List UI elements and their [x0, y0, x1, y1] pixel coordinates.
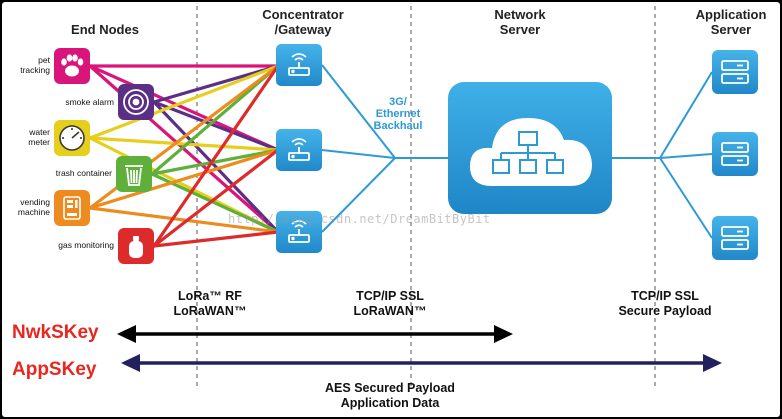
label-gas-monitoring: gas monitoring — [58, 240, 114, 250]
label-smoke-alarm: smoke alarm — [65, 97, 114, 107]
label-pet-tracking: pet tracking — [20, 55, 50, 75]
radio-link — [152, 100, 280, 234]
paw-icon — [61, 54, 84, 77]
app-link-1 — [659, 71, 713, 159]
wifi-router-icon — [288, 53, 310, 76]
nwkskey-arrow — [117, 325, 513, 343]
radio-link — [88, 206, 280, 234]
radio-link — [152, 64, 280, 248]
app-server-1 — [712, 50, 758, 94]
device-gas-monitoring — [118, 228, 154, 264]
gas-tank-icon — [129, 236, 143, 258]
server-icon — [721, 226, 749, 250]
nwkskey-label: NwkSKey — [12, 322, 99, 343]
app-server-3 — [712, 216, 758, 260]
backhaul-link-1 — [321, 64, 396, 159]
radio-link — [88, 64, 280, 140]
appskey-label: AppSKey — [12, 359, 97, 380]
label-trash-container: trash container — [55, 168, 112, 178]
bottom-caption: AES Secured Payload Application Data — [325, 381, 455, 410]
header-gateway: Concentrator /Gateway — [262, 7, 344, 37]
app-link-2 — [659, 153, 713, 159]
backhaul-link-2 — [321, 149, 396, 159]
vending-machine-icon — [63, 196, 81, 220]
header-end-nodes: End Nodes — [71, 22, 139, 37]
header-application-server: Application Server — [695, 7, 767, 37]
radio-link — [152, 64, 280, 104]
application-server-tiles — [712, 50, 758, 260]
radio-link — [152, 100, 280, 152]
gateway-tiles — [276, 44, 322, 253]
backhaul-link-3 — [321, 157, 396, 233]
device-pet-tracking — [54, 48, 90, 84]
gateway-2 — [276, 129, 322, 171]
radio-link — [88, 148, 280, 210]
server-icon — [721, 60, 749, 84]
device-tiles — [54, 48, 154, 264]
server-icon — [721, 142, 749, 166]
protocol-tcp-secure: TCP/IP SSL Secure Payload — [618, 289, 712, 318]
watermark: http://blog.csdn.net/DreamBitByBit — [228, 212, 491, 226]
gateway-1 — [276, 44, 322, 86]
network-server — [448, 82, 612, 214]
wifi-router-icon — [288, 138, 310, 161]
radio-link — [152, 148, 280, 248]
network-topology-icon — [492, 131, 564, 174]
gateway-3 — [276, 211, 322, 253]
label-vending-machine: vending machine — [17, 197, 50, 217]
radio-link — [88, 136, 280, 152]
app-link-3 — [659, 157, 713, 239]
label-water-meter: water meter — [28, 127, 50, 147]
app-server-links — [612, 71, 713, 239]
radio-links — [88, 64, 280, 248]
protocol-lora: LoRa™ RF LoRaWAN™ — [173, 289, 247, 318]
wifi-router-icon — [288, 220, 310, 243]
radio-link — [88, 64, 280, 152]
backhaul-links — [321, 64, 448, 233]
backhaul-label: 3G/ Ethernet Backhaul — [373, 96, 423, 132]
trash-can-icon — [125, 165, 143, 186]
device-trash-container — [116, 156, 152, 192]
device-smoke-alarm — [118, 84, 154, 120]
header-network-server: Network Server — [494, 7, 546, 37]
radio-link — [150, 148, 280, 176]
device-vending-machine — [54, 190, 90, 226]
app-server-2 — [712, 132, 758, 176]
smoke-alarm-icon — [123, 89, 149, 115]
radio-link — [152, 230, 280, 248]
water-meter-icon — [59, 125, 85, 151]
protocol-tcp-lorawan: TCP/IP SSL LoRaWAN™ — [353, 289, 427, 318]
radio-link — [150, 64, 280, 176]
device-water-meter — [54, 120, 90, 156]
appskey-arrow — [121, 354, 722, 372]
